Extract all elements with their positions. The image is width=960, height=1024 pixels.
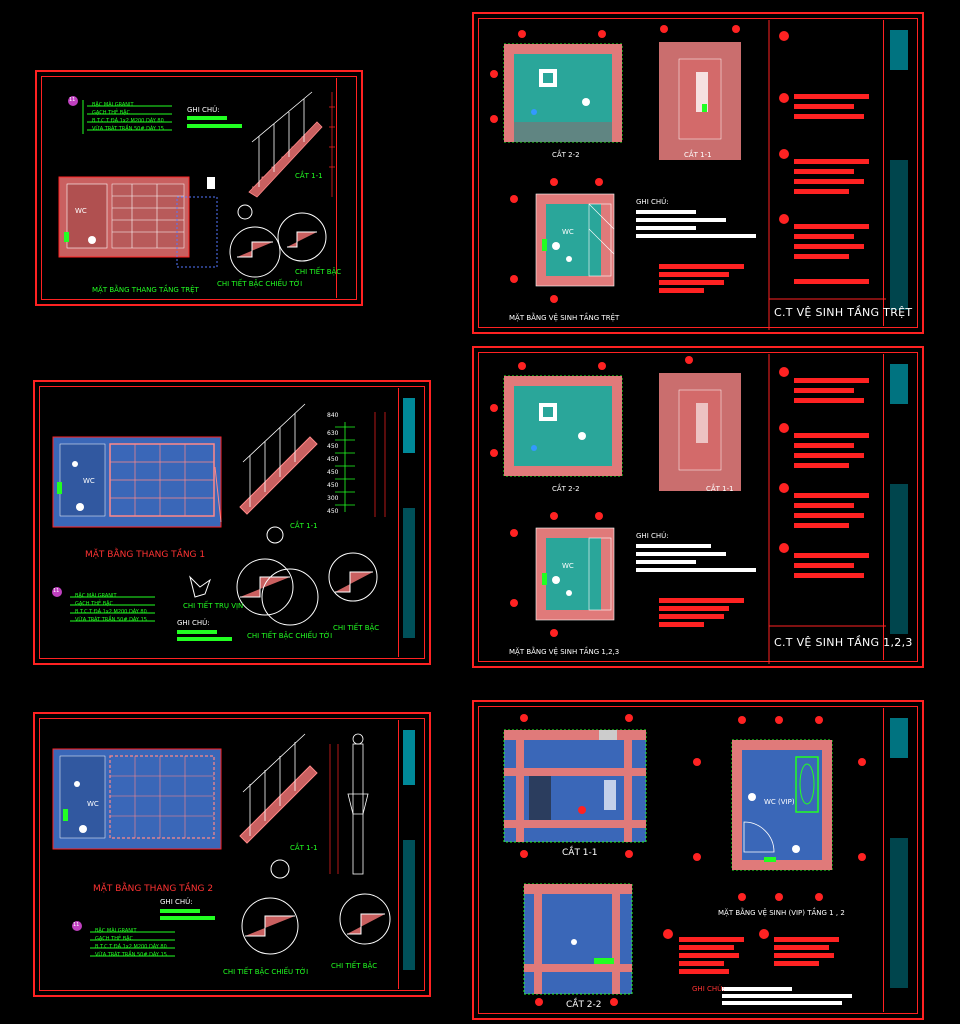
wc-ground-drawing xyxy=(490,20,886,330)
legend-item: B.T.C.T ĐÁ 1x2 M200 DÀY 80 xyxy=(92,118,164,124)
cut-2-2 xyxy=(490,30,623,143)
dim-value: 450 xyxy=(327,456,339,463)
dim-value: 450 xyxy=(327,508,339,515)
note-label: GHI CHÚ: xyxy=(187,106,220,114)
section-label: CẮT 1-1 xyxy=(290,522,318,530)
note-label: GHI CHÚ: xyxy=(177,619,210,627)
wc-vip-drawing xyxy=(503,714,866,1006)
plan-label: MẶT BẰNG VỆ SINH (VIP) TẦNG 1 , 2 xyxy=(718,909,845,917)
plan-label: MẶT BẰNG THANG TẦNG 1 xyxy=(85,550,206,560)
legend-item: B.T.C.T ĐÁ 1x2 M200 DÀY 80 xyxy=(75,609,147,615)
cut-2-2 xyxy=(523,883,633,1006)
dim-value: 450 xyxy=(327,482,339,489)
legend-item: BẬC MÀI GRANIT xyxy=(92,102,134,108)
wc-label: WC xyxy=(562,562,574,570)
spec-column xyxy=(779,31,869,284)
detail-label-2: CHI TIẾT BẬC xyxy=(331,962,378,970)
sheet-stair-ground: MẶT BẰNG THANG TẦNG TRỆT CẮT 1-1 CHI TIẾ… xyxy=(35,70,363,306)
cut-label: CẮT 1-1 xyxy=(706,485,734,493)
note-label: GHI CHÚ: xyxy=(692,985,725,993)
note-label: GHI CHÚ: xyxy=(160,898,193,906)
title-block xyxy=(883,20,916,326)
legend-item: GẠCH THẺ BẬC xyxy=(95,936,134,942)
dim-value: 300 xyxy=(327,495,339,502)
wc-label: WC xyxy=(87,800,99,808)
legend-item: BẬC MÀI GRANIT xyxy=(95,928,137,934)
wc-plan xyxy=(510,512,615,637)
note-label: GHI CHÚ: xyxy=(636,198,669,206)
legend-marker-num: 11 xyxy=(69,97,76,103)
cut-1-1 xyxy=(659,25,741,160)
wc-plan xyxy=(510,178,615,303)
wc-label: WC xyxy=(83,477,95,485)
legend-item: BẬC MÀI GRANIT xyxy=(75,593,117,599)
plan-label: MẶT BẰNG THANG TẦNG 2 xyxy=(93,884,214,894)
detail-label-2: CHI TIẾT BẬC xyxy=(333,624,380,632)
red-spec-bars xyxy=(659,264,744,293)
legend-marker-num: 11 xyxy=(73,922,80,928)
detail-label: CHI TIẾT BẬC CHIẾU TỚI xyxy=(217,280,303,288)
section-label: CẮT 1-1 xyxy=(295,172,323,180)
plan-label: MẶT BẰNG THANG TẦNG TRỆT xyxy=(92,286,199,294)
cut-label: CẮT 1-1 xyxy=(684,151,712,159)
wc-label: WC xyxy=(562,228,574,236)
sheet-stair-2: MẶT BẰNG THANG TẦNG 2 CẮT 1-1 CHI TIẾT B… xyxy=(33,712,431,997)
legend-item: VỮA TRÁT TRẦN 50# DÀY 15 xyxy=(92,126,164,132)
stair-section xyxy=(239,403,318,515)
vip-plan xyxy=(693,716,866,901)
detail-label: CHI TIẾT BẬC CHIẾU TỚI xyxy=(223,968,309,976)
stair-plan xyxy=(52,436,222,528)
title-block xyxy=(883,708,916,1012)
cut-1-1 xyxy=(503,714,647,858)
detail-label: CHI TIẾT BẬC CHIẾU TỚI xyxy=(247,632,333,640)
stair-section xyxy=(239,733,318,844)
notes-bars xyxy=(636,210,756,238)
dim-value: 450 xyxy=(327,469,339,476)
dim-value: 450 xyxy=(327,443,339,450)
sheet-title: C.T VỆ SINH TẦNG 1,2,3 xyxy=(774,636,913,649)
dim-value: 630 xyxy=(327,430,339,437)
cut-label: CẮT 2-2 xyxy=(552,151,580,159)
sheet-wc-ground: C.T VỆ SINH TẦNG TRỆT CẮT 2-2 CẮT 1-1 MẶ… xyxy=(472,12,924,334)
legend-item: VỮA TRÁT TRẦN 50# DÀY 15 xyxy=(95,952,167,958)
legend-item: GẠCH THẺ BẬC xyxy=(75,601,114,607)
baluster xyxy=(347,733,369,875)
stair-section xyxy=(248,91,323,198)
detail-label-3: CHI TIẾT TRỤ VỊN xyxy=(183,602,244,610)
cut-label: CẮT 2-2 xyxy=(552,485,580,493)
title-block xyxy=(398,720,423,989)
note-label: GHI CHÚ: xyxy=(636,532,669,540)
baluster-dims xyxy=(335,422,355,512)
cut-1-1 xyxy=(659,356,741,491)
legend-item: GẠCH THẺ BẬC xyxy=(92,110,131,116)
stair-plan xyxy=(58,176,218,268)
section-label: CẮT 1-1 xyxy=(290,844,318,852)
plan-label: MẶT BẰNG VỆ SINH TẦNG 1,2,3 xyxy=(509,648,620,656)
sheet-wc-123: C.T VỆ SINH TẦNG 1,2,3 CẮT 2-2 CẮT 1-1 M… xyxy=(472,346,924,668)
stair-plan xyxy=(52,748,222,850)
cut-label: CẮT 1-1 xyxy=(562,848,598,858)
sheet-stair-1: MẶT BẰNG THANG TẦNG 1 CẮT 1-1 CHI TIẾT B… xyxy=(33,380,431,665)
cut-2-2 xyxy=(490,362,623,477)
stair-ground-drawing xyxy=(58,91,335,278)
title-block xyxy=(398,388,423,657)
plan-label: MẶT BẰNG VỆ SINH TẦNG TRỆT xyxy=(509,314,620,322)
dim-value: 840 xyxy=(327,412,339,419)
sheet-wc-vip: CẮT 1-1 CẮT 2-2 MẶT BẰNG VỆ SINH (VIP) T… xyxy=(472,700,924,1020)
title-block xyxy=(883,354,916,660)
wc-label: WC (VIP) xyxy=(764,798,795,806)
stair-2-drawing xyxy=(52,733,391,957)
detail-label-2: CHI TIẾT BẬC xyxy=(295,268,342,276)
legend-item: B.T.C.T ĐÁ 1x2 M200 DÀY 80 xyxy=(95,944,167,950)
sheet-title: C.T VỆ SINH TẦNG TRỆT xyxy=(774,306,913,319)
wc-label: WC xyxy=(75,207,87,215)
stair-1-drawing xyxy=(52,403,386,641)
title-block xyxy=(336,78,355,298)
wc-123-drawing xyxy=(490,354,886,664)
legend-marker xyxy=(68,96,78,106)
legend-marker-num: 11 xyxy=(53,588,60,594)
cut-label: CẮT 2-2 xyxy=(566,1000,602,1010)
legend-item: VỮA TRÁT TRẦN 50# DÀY 15 xyxy=(75,617,147,623)
